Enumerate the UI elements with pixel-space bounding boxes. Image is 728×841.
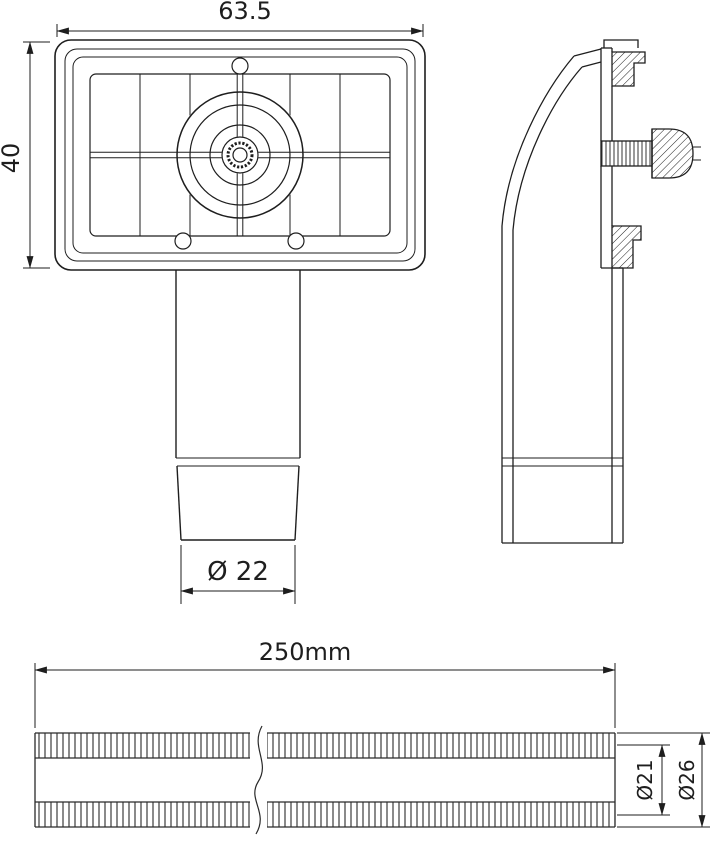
dim-plate-width <box>56 24 424 37</box>
plate-width-label: 63.5 <box>218 0 271 25</box>
plate-inner-border-2 <box>72 56 408 254</box>
dim-plate-height <box>23 41 50 269</box>
body-outer-edge <box>501 55 575 543</box>
dim-hose-inner-diameter <box>617 744 670 816</box>
break-line <box>254 725 263 835</box>
side-view <box>501 39 701 544</box>
corrugation-bottom <box>35 802 615 827</box>
center-rings <box>176 91 304 219</box>
lower-clamp-section <box>611 225 642 269</box>
plate-inner-border-1 <box>64 48 416 262</box>
front-view <box>54 39 426 541</box>
dim-outlet-diameter <box>180 545 296 604</box>
upper-clamp-section <box>611 51 646 87</box>
hose-outer-diameter-label: Ø26 <box>675 759 699 800</box>
bolt <box>600 128 701 179</box>
knurled-ring <box>226 141 254 169</box>
body-inner-edge <box>512 66 583 543</box>
dim-hose-outer-diameter <box>617 732 710 828</box>
break-gap <box>250 729 267 831</box>
hose-length-label: 250mm <box>259 638 352 666</box>
corrugation-top <box>35 733 615 758</box>
screw-holes <box>174 57 305 250</box>
dim-hose-length <box>34 663 616 728</box>
hose-view <box>34 725 616 835</box>
bolt-head <box>651 128 694 179</box>
hose-inner-diameter-label: Ø21 <box>633 759 657 800</box>
outlet-diameter-label: Ø 22 <box>207 557 269 587</box>
outlet-stem <box>175 270 301 541</box>
center-hub <box>221 136 259 174</box>
plate-outline <box>54 39 426 271</box>
bolt-thread <box>600 140 653 167</box>
plate-height-label: 40 <box>0 143 25 174</box>
bolt-housing <box>603 39 639 48</box>
